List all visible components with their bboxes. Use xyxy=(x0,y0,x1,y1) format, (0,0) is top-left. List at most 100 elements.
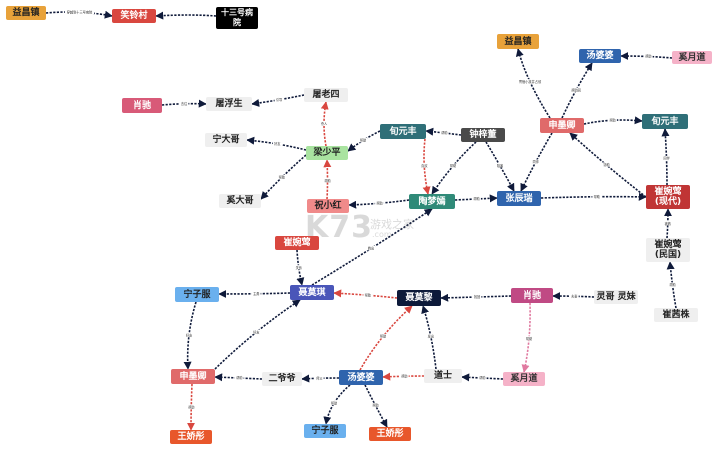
edge-label: 帮助 xyxy=(441,130,447,135)
edge-label-bg xyxy=(366,245,376,251)
edge-label: 帮助 xyxy=(594,194,600,199)
edge-label: 引导 xyxy=(276,97,282,102)
edge-label: 帮助回 xyxy=(571,87,581,92)
node-xiaochi-top[interactable]: 肖驰 xyxy=(122,98,162,113)
node-ningdage[interactable]: 宁大哥 xyxy=(205,133,247,147)
edge-label: 帮助 xyxy=(473,196,479,201)
edge-label: 帮助 xyxy=(372,403,378,408)
relationship-edge xyxy=(214,299,301,370)
edge-label-bg xyxy=(419,163,429,168)
node-shenmoqing-top[interactable]: 申墨卿 xyxy=(540,118,584,133)
node-cuiwanying-modern[interactable]: 崔婉莺(现代) xyxy=(646,185,690,209)
node-shenmoqing-bottom[interactable]: 申墨卿 xyxy=(171,369,215,384)
node-tangpopo-bottom[interactable]: 汤婆婆 xyxy=(339,370,383,385)
edge-label: 关系 xyxy=(296,265,302,270)
edge-label-bg xyxy=(643,53,653,59)
node-xunyuanfeng-mid[interactable]: 旬元丰 xyxy=(380,124,426,139)
node-ningzifu-top[interactable]: 宁子服 xyxy=(175,287,219,302)
edge-label: 杀人 xyxy=(321,121,328,126)
edge-label: 好友 xyxy=(186,332,193,337)
edge-label-bg xyxy=(277,174,287,180)
edge-label-bg xyxy=(524,336,534,341)
relationship-edge xyxy=(561,62,593,119)
edge-label: 被救 xyxy=(665,221,672,226)
edge-label: 穿越到十三号病院 xyxy=(67,9,93,14)
edge-label-bg xyxy=(668,282,677,287)
edge-label-bg xyxy=(531,159,541,164)
edge-label: 好友 xyxy=(274,141,281,146)
node-tangpopo-top[interactable]: 汤婆婆 xyxy=(579,49,621,63)
edge-label-layer: 穿越到十三号病院去往引导杀人好友帮助帮助帮助帮助帮助喜欢帮助陷害帮助寄宿小孩并占… xyxy=(64,9,677,410)
edge-label: 陷害 xyxy=(497,163,503,168)
node-cuiwanying-minguo[interactable]: 崔婉莺(民国) xyxy=(646,238,690,262)
node-erye[interactable]: 二爷爷 xyxy=(262,372,302,386)
edge-label-bg xyxy=(314,375,324,381)
edge-label-bg xyxy=(439,130,449,135)
node-yichang-right[interactable]: 益昌镇 xyxy=(497,34,539,49)
node-wangjiaotong-bottom[interactable]: 王娇彤 xyxy=(369,427,411,441)
edge-label: 好友 xyxy=(253,329,260,334)
node-liangshaoping[interactable]: 梁少平 xyxy=(306,146,348,160)
edge-label-bg xyxy=(371,402,380,408)
node-cuiwanying-small[interactable]: 崔婉莺 xyxy=(275,236,319,250)
node-gelilin[interactable]: 聂莫琪 xyxy=(290,285,334,300)
node-zhuxiaohong[interactable]: 祝小红 xyxy=(307,199,349,213)
edge-label-bg xyxy=(495,163,505,168)
edge-label-bg xyxy=(251,291,261,296)
edge-label-bg xyxy=(663,221,673,226)
node-shisanhao[interactable]: 十三号病院 xyxy=(216,7,258,29)
watermark-subtitle: 游戏之家 xyxy=(370,218,414,231)
relationship-edge xyxy=(461,373,504,382)
edge-label: 帮助 xyxy=(479,375,485,380)
node-zhangchenrui[interactable]: 张辰瑞 xyxy=(497,191,541,206)
node-xiyuedao-bottom[interactable]: 奚月道 xyxy=(503,372,545,386)
edge-label: 协助 xyxy=(603,162,609,167)
edge-label-bg xyxy=(608,117,617,123)
node-xiaolingcun[interactable]: 笑铃村 xyxy=(112,9,156,23)
edge-label: 帮助 xyxy=(526,336,532,341)
edge-label: 帮助 xyxy=(360,138,366,143)
edge-label: 夫妻 xyxy=(571,293,578,298)
edge-label-bg xyxy=(179,101,189,106)
node-gelili[interactable]: 聂莫黎 xyxy=(397,290,441,306)
edge-label-bg xyxy=(319,121,329,126)
node-zhongzidong[interactable]: 钟梓董 xyxy=(461,128,505,142)
edge-label: 帮助 xyxy=(331,400,337,405)
edge-label-bg xyxy=(602,162,611,167)
node-xidage[interactable]: 奚大哥 xyxy=(219,194,261,208)
node-daoshi[interactable]: 道士 xyxy=(424,369,462,383)
edge-label-bg xyxy=(472,196,481,201)
edge-label-bg xyxy=(186,404,196,410)
relationship-edge xyxy=(296,249,305,286)
relationship-edge xyxy=(155,11,217,20)
edge-label: 帮助 xyxy=(188,405,194,410)
node-taomengyan[interactable]: 陶梦嫣 xyxy=(409,194,455,209)
node-tulaosi[interactable]: 屠老四 xyxy=(304,88,348,102)
edge-label: 同伴 xyxy=(663,156,670,161)
edge-label-bg xyxy=(272,141,282,146)
edge-label: 帮助 xyxy=(669,282,675,287)
edge-label-bg xyxy=(234,375,244,380)
edge-label: 寄宿小孩并占领 xyxy=(519,79,542,84)
edge-label: 找回 xyxy=(474,294,480,299)
node-xiyuedao-top[interactable]: 奚月道 xyxy=(672,51,712,64)
node-wangjiaotong-left[interactable]: 王娇彤 xyxy=(170,430,212,444)
edge-label-bg xyxy=(426,333,436,339)
edge-label-bg xyxy=(662,155,671,161)
node-xunyuanfeng-right[interactable]: 旬元丰 xyxy=(642,114,688,129)
node-xiaochi-mid[interactable]: 肖驰 xyxy=(511,288,553,303)
edge-label-bg xyxy=(399,373,409,379)
edge-label: 救出 xyxy=(368,246,374,251)
node-tufusheng[interactable]: 屠浮生 xyxy=(206,97,252,111)
edge-label-bg xyxy=(569,293,579,299)
relationship-edge xyxy=(323,384,351,425)
node-linggeling[interactable]: 灵哥 灵妹 xyxy=(594,290,638,304)
node-ningzifu-bottom[interactable]: 宁子服 xyxy=(304,424,346,438)
edge-label-bg xyxy=(477,375,487,380)
edge-label: 喜欢 xyxy=(421,163,428,168)
node-yichang-top[interactable]: 益昌镇 xyxy=(6,6,46,20)
edge-label: 帮助 xyxy=(645,54,651,59)
edge-label-bg xyxy=(517,79,543,84)
node-cuixizhu[interactable]: 崔茜株 xyxy=(654,308,698,322)
relationship-edge xyxy=(521,302,531,373)
